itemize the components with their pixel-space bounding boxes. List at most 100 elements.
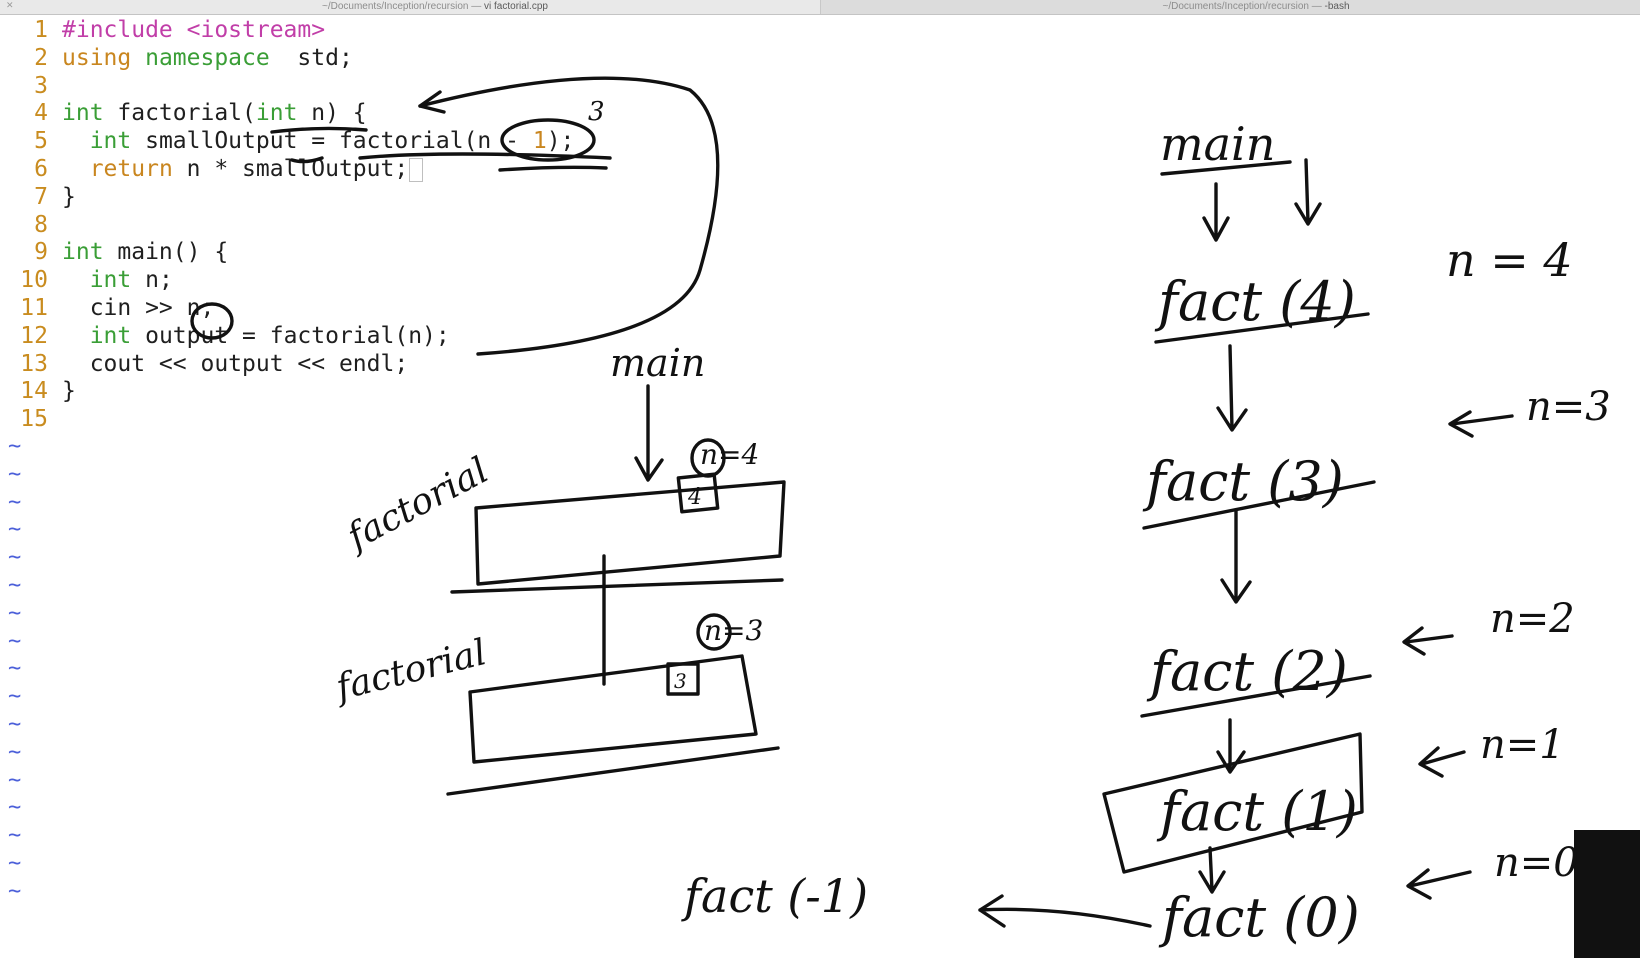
tab-bash[interactable]: ~/Documents/Inception/recursion — -bash — [821, 0, 1640, 14]
box-3 — [666, 662, 700, 696]
code-text: int n; — [62, 266, 173, 294]
code-line[interactable]: 15 — [0, 405, 62, 433]
frame-box-2 — [468, 654, 758, 764]
n-eq-2: n=2 — [1490, 596, 1575, 642]
underline-n-minus-1 — [498, 165, 608, 172]
text-cursor — [409, 157, 424, 182]
code-token: int — [255, 100, 298, 127]
tab-title: ~/Documents/Inception/recursion — vi fac… — [322, 1, 548, 12]
empty-line-marker: ~ — [8, 628, 22, 654]
close-icon[interactable]: ✕ — [6, 0, 14, 10]
empty-line-marker: ~ — [8, 461, 22, 487]
arrow-n1 — [1418, 746, 1466, 778]
code-token: n * smallOutput; — [172, 156, 409, 182]
empty-line-marker: ~ — [8, 878, 22, 904]
arrow-main-1 — [1202, 182, 1230, 242]
empty-line-marker: ~ — [8, 739, 22, 765]
arrowhead — [418, 90, 446, 114]
line-number: 6 — [34, 156, 48, 182]
box-4 — [676, 472, 720, 514]
empty-line-marker: ~ — [8, 489, 22, 515]
recursion-loop-arrow — [418, 76, 720, 356]
arrow-to-fact-minus-1 — [978, 894, 1152, 928]
code-line[interactable]: 12 int output = factorial(n); — [0, 322, 450, 350]
code-text: int output = factorial(n); — [62, 322, 450, 350]
empty-line-marker: ~ — [8, 823, 22, 849]
code-line[interactable]: 11 cin >> n; — [0, 294, 214, 322]
code-line[interactable]: 6 return n * smallOutput; — [0, 155, 424, 183]
code-text: cout << output << endl; — [62, 350, 409, 378]
code-line[interactable]: 2 using namespace std; — [0, 44, 353, 72]
frame-box-1 — [474, 480, 786, 586]
code-token: cout << output << endl; — [62, 350, 409, 377]
arrow-n2 — [1402, 626, 1454, 656]
fact-4-underline — [1154, 312, 1370, 344]
empty-line-marker: ~ — [8, 656, 22, 682]
vim-editor[interactable]: 1#include <iostream>2 using namespace std… — [0, 16, 1640, 958]
code-token: int — [62, 100, 104, 127]
code-token: namespace — [145, 44, 270, 71]
code-token: return — [89, 156, 173, 182]
code-token: int — [89, 128, 132, 155]
code-token: int — [89, 322, 132, 349]
tab-title: ~/Documents/Inception/recursion — -bash — [1162, 1, 1350, 12]
code-text: } — [62, 183, 76, 211]
line-number: 13 — [20, 350, 48, 377]
code-line[interactable]: 10 int n; — [0, 266, 173, 294]
window-edge — [1574, 830, 1640, 958]
code-line[interactable]: 8 — [0, 211, 62, 239]
box-3-value: 3 — [674, 669, 687, 693]
code-line[interactable]: 14} — [0, 377, 76, 405]
code-token: } — [62, 378, 76, 405]
empty-line-marker: ~ — [8, 434, 22, 459]
n-eq-3-mid: n=3 — [704, 614, 763, 647]
code-token: using — [62, 44, 146, 71]
small-three: 3 — [588, 97, 605, 127]
empty-line-marker: ~ — [8, 545, 22, 571]
box-4-value: 4 — [687, 485, 702, 510]
line-number: 15 — [20, 406, 48, 433]
circle-n-frame2 — [696, 613, 732, 651]
line-number: 10 — [20, 267, 48, 294]
code-token: std; — [269, 44, 353, 71]
fact-2: fact (2) — [1146, 640, 1348, 703]
code-line[interactable]: 1#include <iostream> — [0, 16, 325, 44]
code-token: n) { — [297, 100, 367, 127]
line-number: 2 — [34, 44, 48, 71]
frame-label-1: factorial — [338, 450, 495, 559]
code-token: factorial( — [103, 100, 256, 127]
code-text: #include <iostream> — [62, 16, 325, 44]
underline-int-n — [270, 126, 368, 134]
code-line[interactable]: 3 — [0, 72, 62, 100]
code-line[interactable]: 7} — [0, 183, 76, 211]
code-text: using namespace std; — [62, 44, 353, 72]
circle-n-minus-1 — [500, 118, 596, 162]
fact-1: fact (1) — [1156, 780, 1358, 843]
tab-vi-factorial[interactable]: ✕ ~/Documents/Inception/recursion — vi f… — [0, 0, 821, 14]
arrow-2-1 — [1216, 718, 1246, 774]
n-eq-0: n=0 — [1494, 840, 1579, 886]
n-eq-4: n = 4 — [1446, 233, 1573, 287]
empty-line-marker: ~ — [8, 712, 22, 737]
empty-line-marker: ~ — [8, 795, 22, 821]
right-main-underline — [1160, 160, 1292, 176]
fact-3-underline — [1142, 480, 1376, 530]
terminal-tab-bar: ✕ ~/Documents/Inception/recursion — vi f… — [0, 0, 1640, 15]
arrow-3-2 — [1220, 508, 1252, 604]
n-eq-1: n=1 — [1480, 722, 1565, 768]
fact-2-underline — [1140, 674, 1372, 718]
line-number: 3 — [34, 72, 48, 99]
arrow-main-down — [634, 384, 664, 482]
empty-line-marker: ~ — [8, 684, 22, 710]
line-number: 5 — [34, 128, 48, 155]
code-token: int — [62, 239, 104, 266]
arrow-n0 — [1406, 868, 1472, 900]
right-main-label: main — [1160, 117, 1275, 171]
code-text: } — [62, 377, 76, 405]
code-line[interactable]: 13 cout << output << endl; — [0, 350, 408, 378]
n-eq-4-mid: n=4 — [700, 438, 759, 471]
empty-line-marker: ~ — [8, 600, 22, 626]
line-number: 8 — [34, 211, 48, 238]
